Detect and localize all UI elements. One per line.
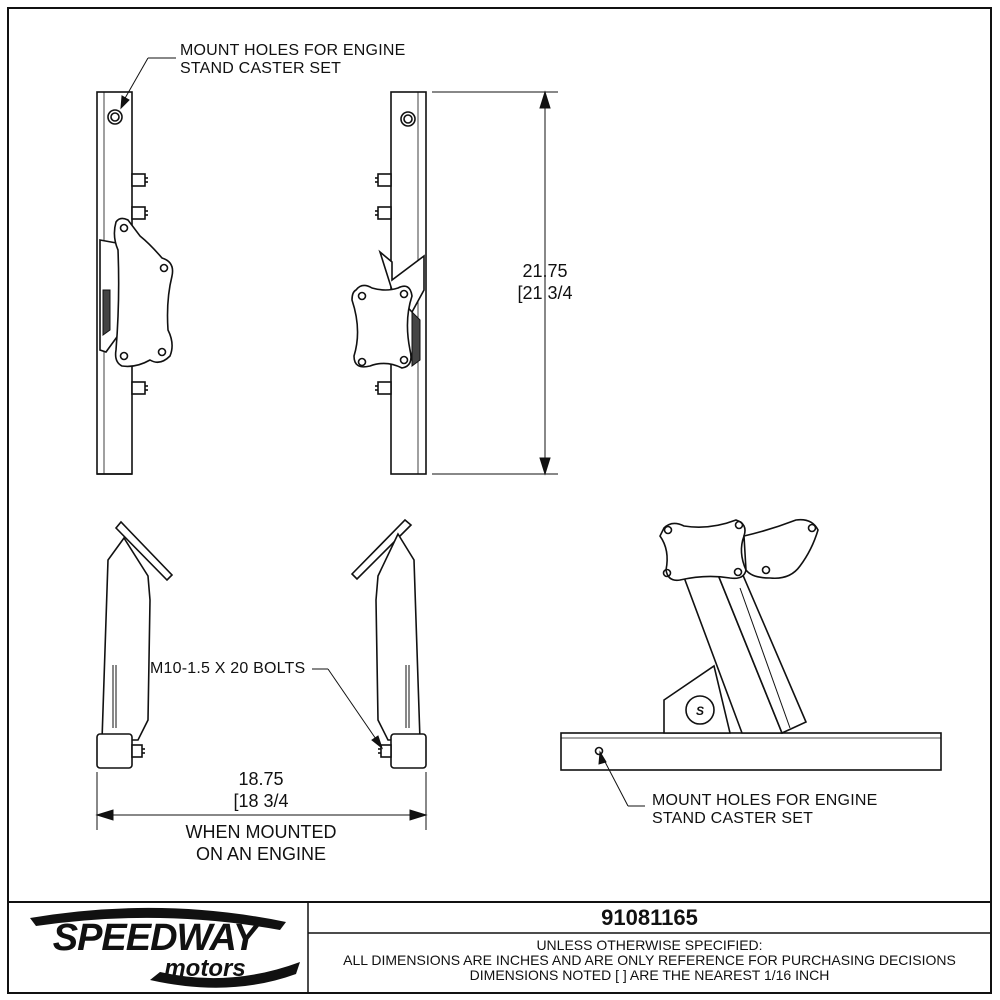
front-view-left — [96, 520, 174, 769]
callout-bolts: M10-1.5 X 20 BOLTS — [150, 660, 306, 677]
width-note-line-2: ON AN ENGINE — [195, 844, 327, 864]
mount-hole-icon — [400, 111, 416, 127]
logo-badge-icon — [685, 695, 715, 725]
callout-line-1: MOUNT HOLES FOR ENGINE — [652, 792, 878, 809]
note-line-3: DIMENSIONS NOTED [ ] ARE THE NEAREST 1/1… — [469, 967, 830, 983]
width-dimension — [95, 772, 428, 830]
logo-subtext: motors — [164, 955, 246, 982]
bolt-icon — [378, 744, 392, 758]
callout-line-2: STAND CASTER SET — [180, 60, 342, 77]
speedway-logo — [30, 907, 300, 988]
bolt-icon — [131, 744, 145, 758]
front-view-right — [350, 518, 427, 769]
height-fraction: [21 3/4 — [517, 283, 573, 303]
height-dimension — [432, 90, 558, 476]
part-number: 91081165 — [601, 905, 698, 930]
height-decimal: 21.75 — [522, 261, 568, 281]
bottom-callout-leader — [598, 750, 645, 807]
side-view-left — [96, 91, 174, 475]
callout-line-2: STAND CASTER SET — [652, 810, 814, 827]
isometric-view: S — [560, 518, 942, 771]
note-line-1: UNLESS OTHERWISE SPECIFIED: — [536, 937, 763, 953]
width-note: WHEN MOUNTED ON AN ENGINE — [161, 821, 361, 865]
height-dimension-label: 21.75 [21 3/4 — [505, 260, 585, 304]
width-dimension-label: 18.75 [18 3/4 — [221, 768, 301, 812]
bolt-icon — [131, 206, 148, 220]
note-line-2: ALL DIMENSIONS ARE INCHES AND ARE ONLY R… — [343, 952, 956, 968]
callout-mount-holes-top: MOUNT HOLES FOR ENGINE STAND CASTER SET — [180, 42, 405, 78]
side-view-right — [351, 91, 427, 475]
svg-text:S: S — [696, 704, 704, 718]
width-note-line-1: WHEN MOUNTED — [185, 822, 337, 842]
mount-hole-icon — [594, 746, 604, 756]
mount-plate — [351, 284, 413, 369]
sheet-border — [7, 7, 992, 994]
mount-hole-icon — [107, 109, 123, 125]
top-callout-leader — [120, 57, 176, 110]
width-decimal: 18.75 — [238, 769, 284, 789]
bolt-icon — [131, 381, 148, 395]
bolt-icon — [375, 206, 392, 220]
logo-wordmark: SPEEDWAY — [52, 917, 259, 959]
callout-line-1: MOUNT HOLES FOR ENGINE — [180, 42, 406, 59]
bolts-callout-leader — [312, 668, 384, 750]
mount-plate — [659, 519, 747, 582]
notes: UNLESS OTHERWISE SPECIFIED: ALL DIMENSIO… — [308, 938, 991, 983]
bolt-icon — [375, 173, 392, 187]
bolt-icon — [131, 173, 148, 187]
width-fraction: [18 3/4 — [233, 791, 289, 811]
bolt-icon — [375, 381, 392, 395]
callout-mount-holes-bottom: MOUNT HOLES FOR ENGINE STAND CASTER SET — [652, 792, 877, 828]
mount-plate — [113, 217, 174, 368]
